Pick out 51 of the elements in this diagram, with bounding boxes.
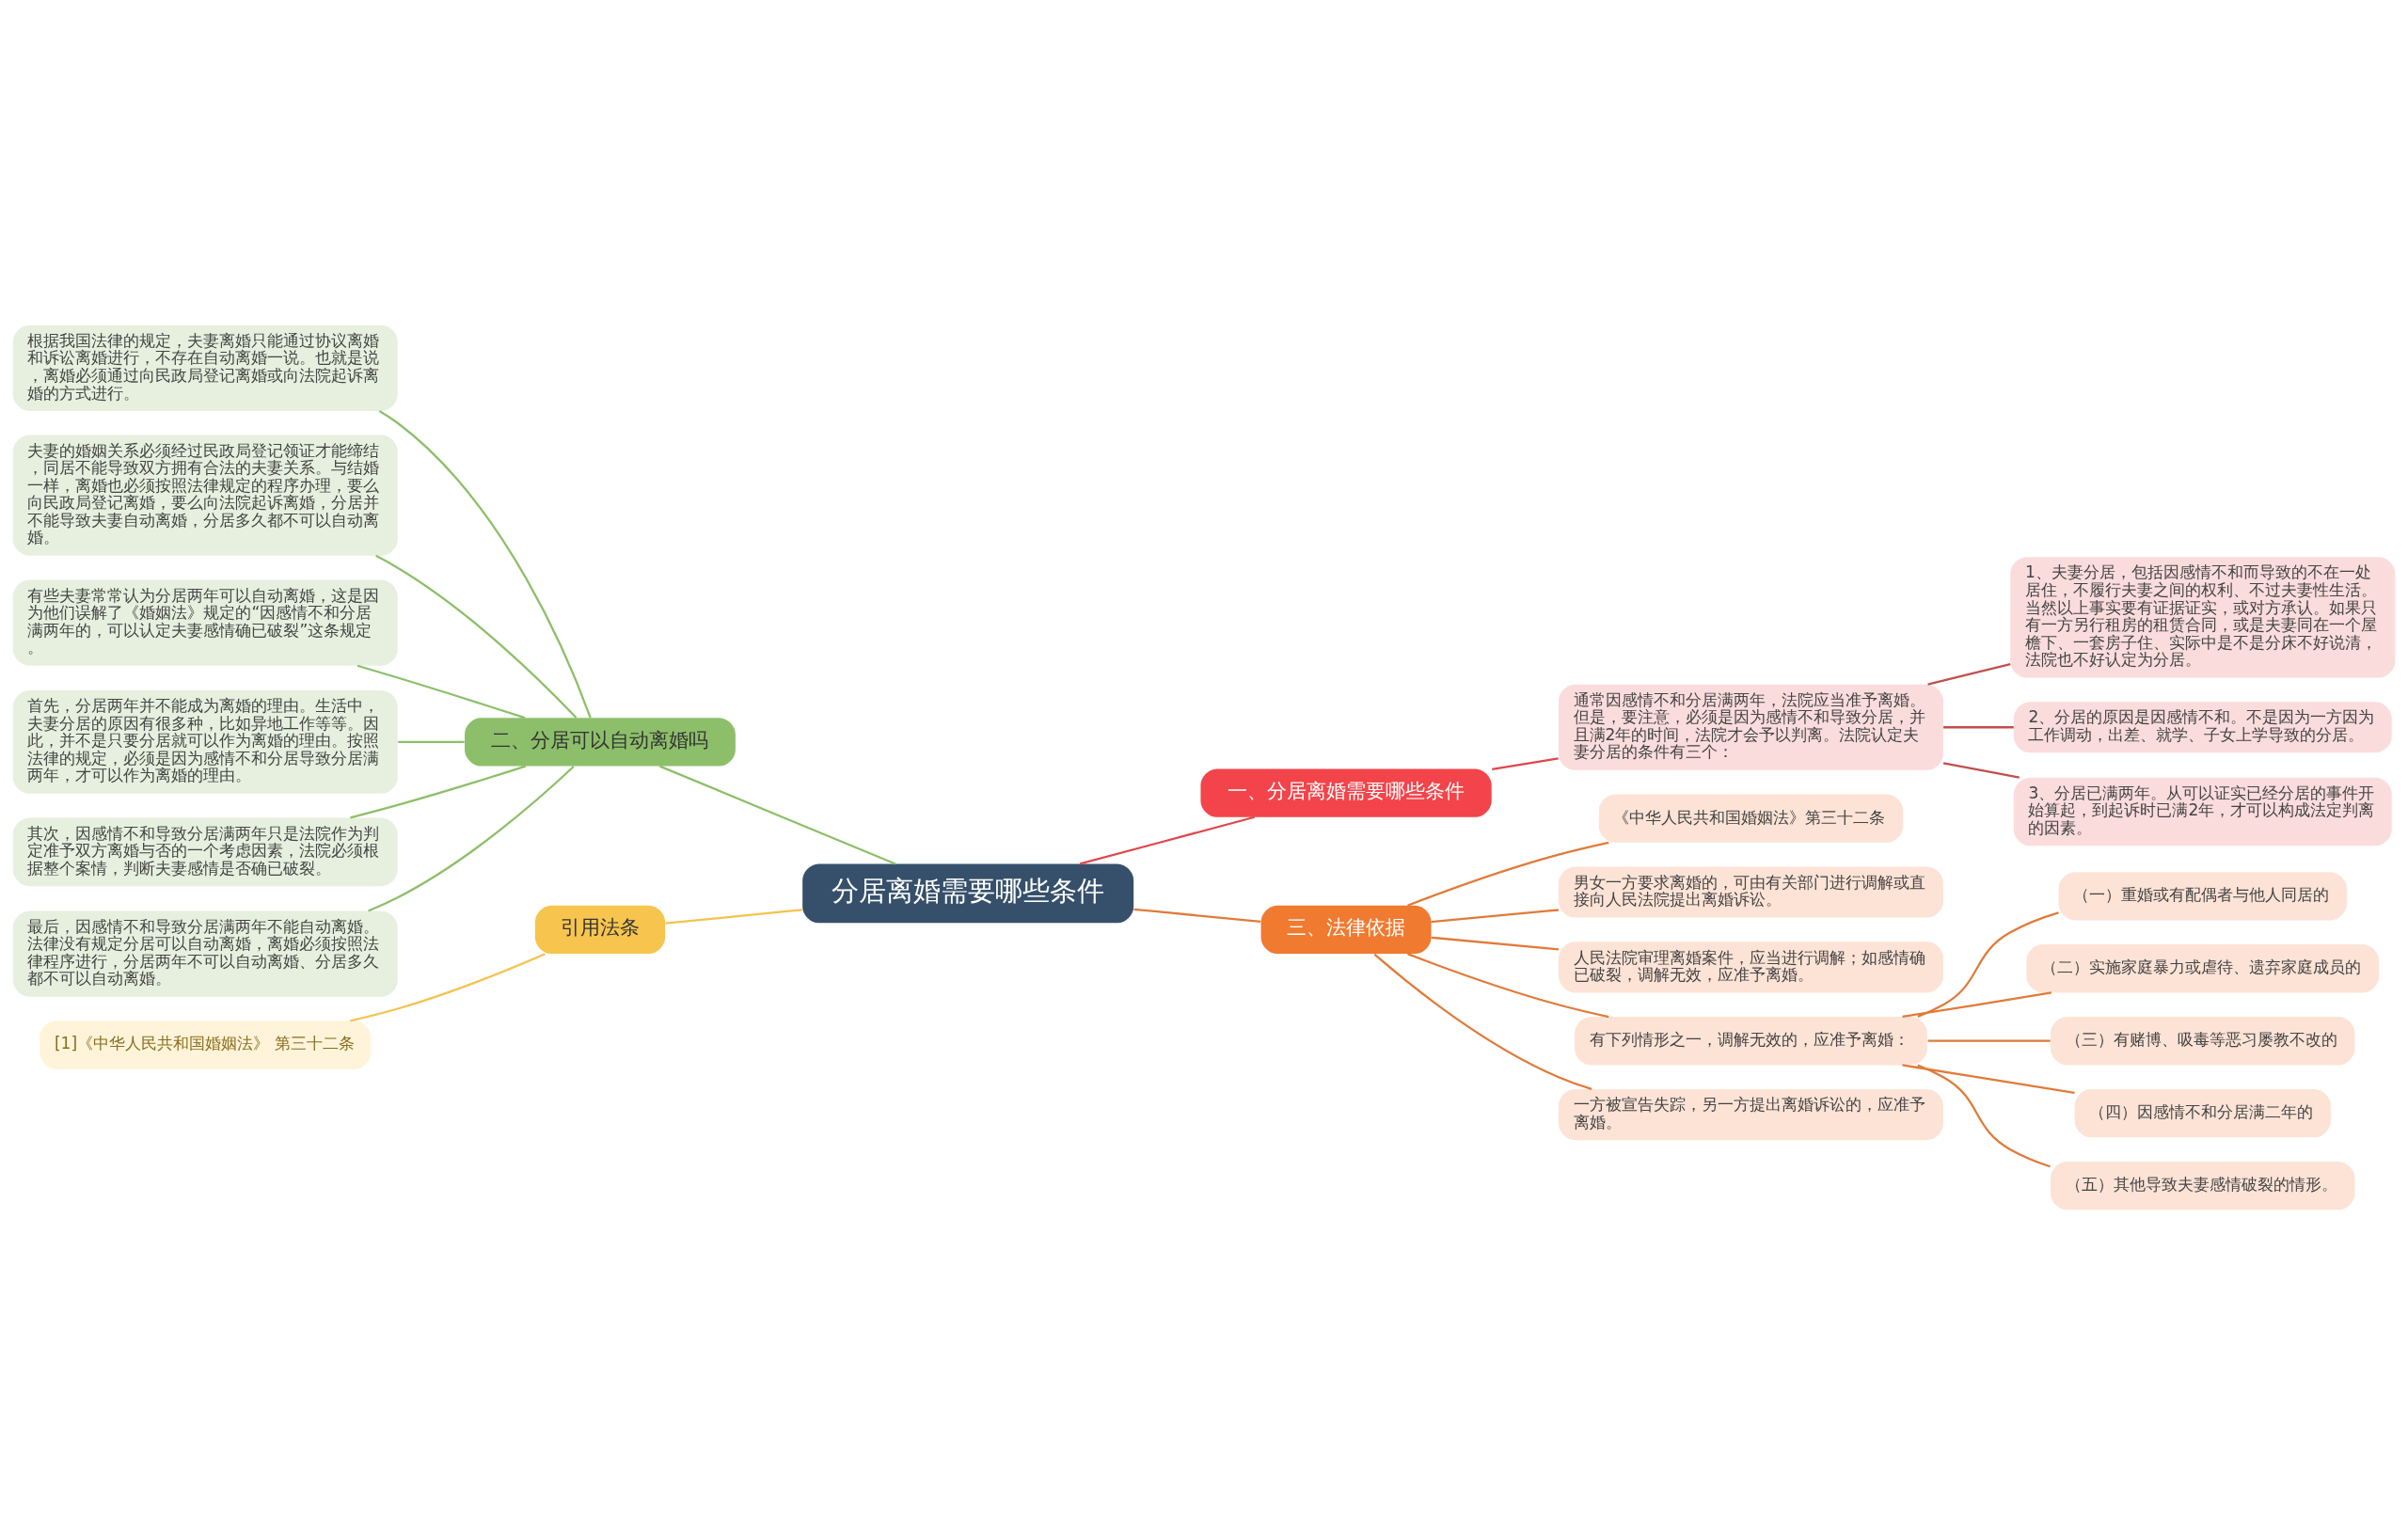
connector xyxy=(665,909,802,925)
connector xyxy=(1133,908,1261,923)
connector xyxy=(1917,911,2059,1018)
node-box: 根据我国法律的规定，夫妻离婚只能通过协议离婚和诉讼离婚进行，不存在自动离婚一说。也就是说，离婚必须通过向民政局登记离婚或向法院起诉离婚的方式进行。 xyxy=(12,324,398,411)
connector xyxy=(1927,1039,2051,1042)
connector xyxy=(1373,953,1592,1090)
connector xyxy=(1917,1064,2051,1168)
connector xyxy=(1431,936,1560,951)
node-box: 其次，因感情不和导致分居满两年只是法院作为判定准予双方离婚与否的一个考虑因素，法院必须根据整个案情，判断夫妻感情是否确已破裂。 xyxy=(12,817,398,887)
connector xyxy=(350,765,527,819)
node-box: 1、夫妻分居，包括因感情不和而导致的不在一处居住，不履行夫妻之间的权利、不过夫妻性生活。当然以上事实要有证据证实，或对方承认。如果只有一方另行租房的租赁合同，或是夫妻同在一个屋檐下、一套房子住、实际中是不是分床不好说清，法院也不好认定为分居。 xyxy=(2010,557,2396,678)
connector xyxy=(1407,953,1609,1019)
node-box: （三）有赌博、吸毒等恶习屡教不改的 xyxy=(2051,1017,2355,1066)
node-box: 三、法律依据 xyxy=(1260,905,1432,955)
node-box: 2、分居的原因是因感情不和。不是因为一方因为工作调动，出差、就学、子女上学导致的分居。 xyxy=(2013,702,2392,753)
connector xyxy=(368,766,575,912)
node-box: 引用法条 xyxy=(534,905,666,955)
node-box: 夫妻的婚姻关系必须经过民政局登记领证才能缔结，同居不能导致双方拥有合法的夫妻关系。与结婚一样，离婚也必须按照法律规定的程序办理，要么向民政局登记离婚，要么向法院起诉离婚，分居并不能导致夫妻自动离婚，分居多久都不可以自动离婚。 xyxy=(12,435,398,556)
connector xyxy=(1079,815,1255,865)
node-box: 一方被宣告失踪，另一方提出离婚诉讼的，应准予离婚。 xyxy=(1558,1089,1943,1141)
connector xyxy=(378,409,592,719)
node-box: 分居离婚需要哪些条件 xyxy=(802,863,1134,924)
node-box: 《中华人民共和国婚姻法》第三十二条 xyxy=(1598,794,1904,843)
connector xyxy=(1902,991,2052,1019)
node-box: （一）重婚或有配偶者与他人同居的 xyxy=(2058,872,2347,921)
node-box: （二）实施家庭暴力或虐待、遗弃家庭成员的 xyxy=(2026,944,2380,993)
connector xyxy=(1431,909,1560,924)
connector xyxy=(1902,1064,2075,1095)
connector xyxy=(1927,663,2011,686)
connector xyxy=(375,554,578,719)
connector xyxy=(658,765,896,865)
connector xyxy=(1407,841,1609,907)
connector xyxy=(1942,762,2020,779)
node-box: 人民法院审理离婚案件，应当进行调解；如感情确已破裂，调解无效，应准予离婚。 xyxy=(1558,942,1943,993)
node-box: 男女一方要求离婚的，可由有关部门进行调解或直接向人民法院提出离婚诉讼。 xyxy=(1558,866,1943,918)
node-box: 有下列情形之一，调解无效的，应准予离婚： xyxy=(1575,1017,1927,1066)
node-box: 最后，因感情不和导致分居满两年不能自动离婚。法律没有规定分居可以自动离婚，离婚必须按照法律程序进行，分居两年不可以自动离婚、分居多久都不可以自动离婚。 xyxy=(12,910,398,997)
connector xyxy=(1943,726,2014,729)
connector xyxy=(356,664,526,720)
node-box: 3、分居已满两年。从可以证实已经分居的事件开始算起，到起诉时已满2年，才可以构成法定判离的因素。 xyxy=(2013,777,2392,847)
node-box: 有些夫妻常常认为分居两年可以自动离婚，这是因为他们误解了《婚姻法》规定的“因感情不和分居满两年的，可以认定夫妻感情确已破裂”这条规定。 xyxy=(12,579,398,666)
connector xyxy=(350,953,546,1022)
node-box: 一、分居离婚需要哪些条件 xyxy=(1200,768,1492,817)
node-box: 二、分居可以自动离婚吗 xyxy=(465,718,736,767)
connector xyxy=(1492,757,1559,771)
connector xyxy=(398,740,465,744)
node-box: 首先，分居两年并不能成为离婚的理由。生活中，夫妻分居的原因有很多种，比如异地工作等等。因此，并不是只要分居就可以作为离婚的理由。按照法律的规定，必须是因为感情不和分居导致分居满两年，才可以作为离婚的理由。 xyxy=(12,690,398,794)
node-box: 通常因感情不和分居满两年，法院应当准予离婚。但是，要注意，必须是因为感情不和导致分居，并且满2年的时间，法院才会予以判离。法院认定夫妻分居的条件有三个： xyxy=(1558,684,1943,770)
node-box: （五）其他导致夫妻感情破裂的情形。 xyxy=(2051,1162,2355,1211)
node-box: [1]《中华人民共和国婚姻法》 第三十二条 xyxy=(40,1021,372,1069)
node-box: （四）因感情不和分居满二年的 xyxy=(2074,1089,2331,1138)
